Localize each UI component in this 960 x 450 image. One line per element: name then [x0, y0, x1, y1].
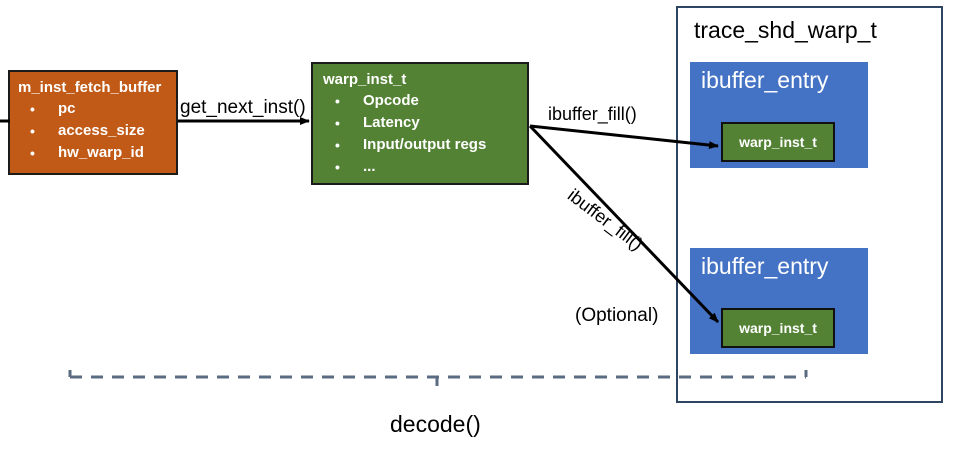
field-access-size: access_size	[18, 120, 172, 142]
warp-inst-t-fields: Opcode Latency Input/output regs ...	[323, 90, 523, 178]
field-latency: Latency	[323, 112, 523, 134]
label-get-next-inst: get_next_inst()	[180, 97, 306, 118]
ibuffer-entry-title-2: ibuffer_entry	[701, 253, 829, 279]
ibuffer-entry-box-2: ibuffer_entry warp_inst_t	[690, 248, 868, 354]
warp-inst-t-title: warp_inst_t	[323, 71, 407, 88]
field-input-output-regs: Input/output regs	[323, 134, 523, 156]
warp-inst-t-inner-2: warp_inst_t	[721, 308, 835, 348]
m-inst-fetch-buffer-title: m_inst_fetch_buffer	[18, 79, 162, 96]
label-ibuffer-fill-top: ibuffer_fill()	[548, 104, 637, 124]
m-inst-fetch-buffer-fields: pc access_size hw_warp_id	[18, 98, 172, 164]
trace-shd-warp-t-title: trace_shd_warp_t	[694, 17, 877, 43]
label-ibuffer-fill-bottom: ibuffer_fill()	[563, 185, 647, 255]
warp-inst-t-inner-1: warp_inst_t	[721, 122, 835, 162]
warp-inst-t-box: warp_inst_t Opcode Latency Input/output …	[311, 62, 529, 185]
label-decode: decode()	[390, 411, 481, 437]
field-opcode: Opcode	[323, 90, 523, 112]
m-inst-fetch-buffer-box: m_inst_fetch_buffer pc access_size hw_wa…	[8, 70, 178, 175]
ibuffer-entry-box-1: ibuffer_entry warp_inst_t	[690, 62, 868, 168]
ibuffer-entry-title-1: ibuffer_entry	[701, 67, 829, 93]
label-optional: (Optional)	[575, 305, 659, 326]
field-ellipsis: ...	[323, 156, 523, 178]
field-hw-warp-id: hw_warp_id	[18, 142, 172, 164]
field-pc: pc	[18, 98, 172, 120]
